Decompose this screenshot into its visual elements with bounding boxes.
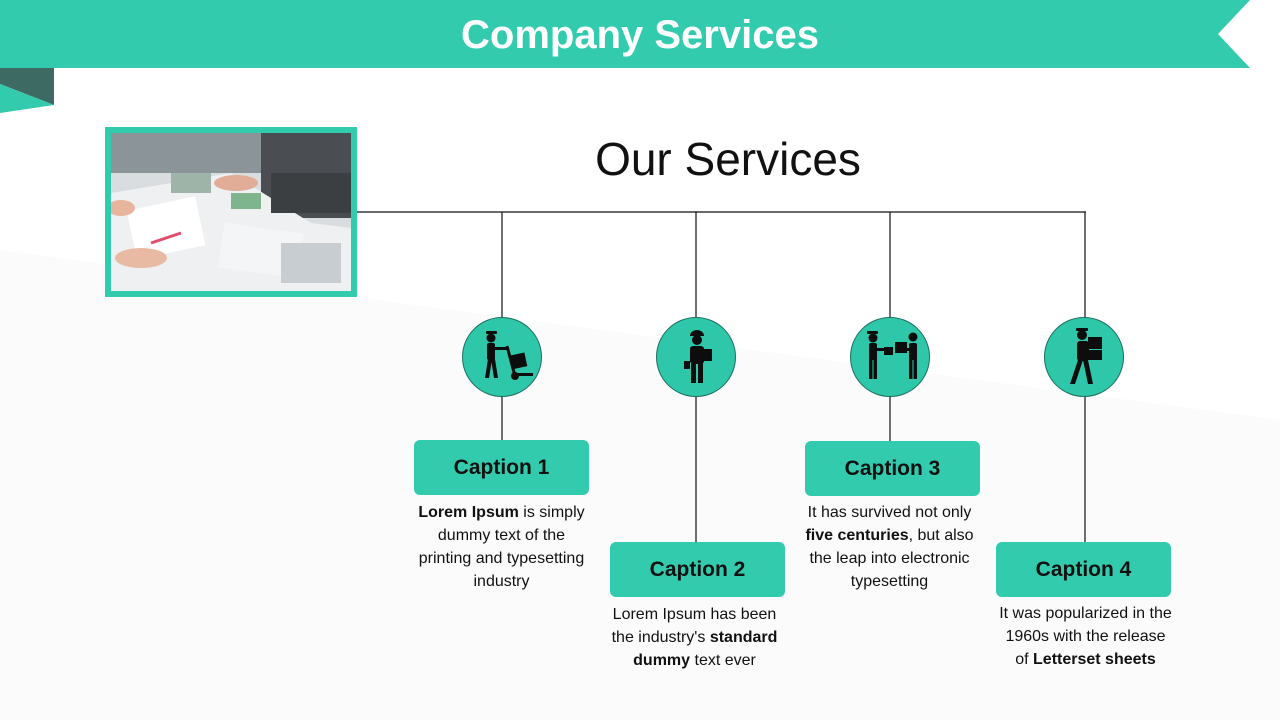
service-circle-1 xyxy=(462,317,542,397)
service-circle-4 xyxy=(1044,317,1124,397)
delivery-hand-truck-icon xyxy=(485,331,533,380)
package-handover-icon xyxy=(867,331,918,379)
service-description-2: Lorem Ipsum has been the industry's stan… xyxy=(611,606,778,669)
service-description-1: Lorem Ipsum is simply dummy text of the … xyxy=(418,504,585,590)
banner-title: Company Services xyxy=(461,13,819,57)
ribbon-fold xyxy=(0,68,54,113)
service-circle-3 xyxy=(850,317,930,397)
title-banner xyxy=(0,0,1250,68)
caption-box-2: Caption 2 xyxy=(610,542,785,597)
caption-box-4: Caption 4 xyxy=(996,542,1171,597)
service-description-3: It has survived not only five centuries,… xyxy=(805,504,974,590)
section-heading: Our Services xyxy=(595,133,861,185)
photo-frame xyxy=(105,127,357,297)
caption-box-1: Caption 1 xyxy=(414,440,589,495)
caption-box-3: Caption 3 xyxy=(805,441,980,496)
office-photo xyxy=(111,133,351,291)
courier-walking-with-boxes-icon xyxy=(1070,328,1102,384)
service-circle-2 xyxy=(656,317,736,397)
service-description-4: It was popularized in the 1960s with the… xyxy=(999,605,1172,668)
delivery-person-carrying-box-icon xyxy=(684,330,712,383)
